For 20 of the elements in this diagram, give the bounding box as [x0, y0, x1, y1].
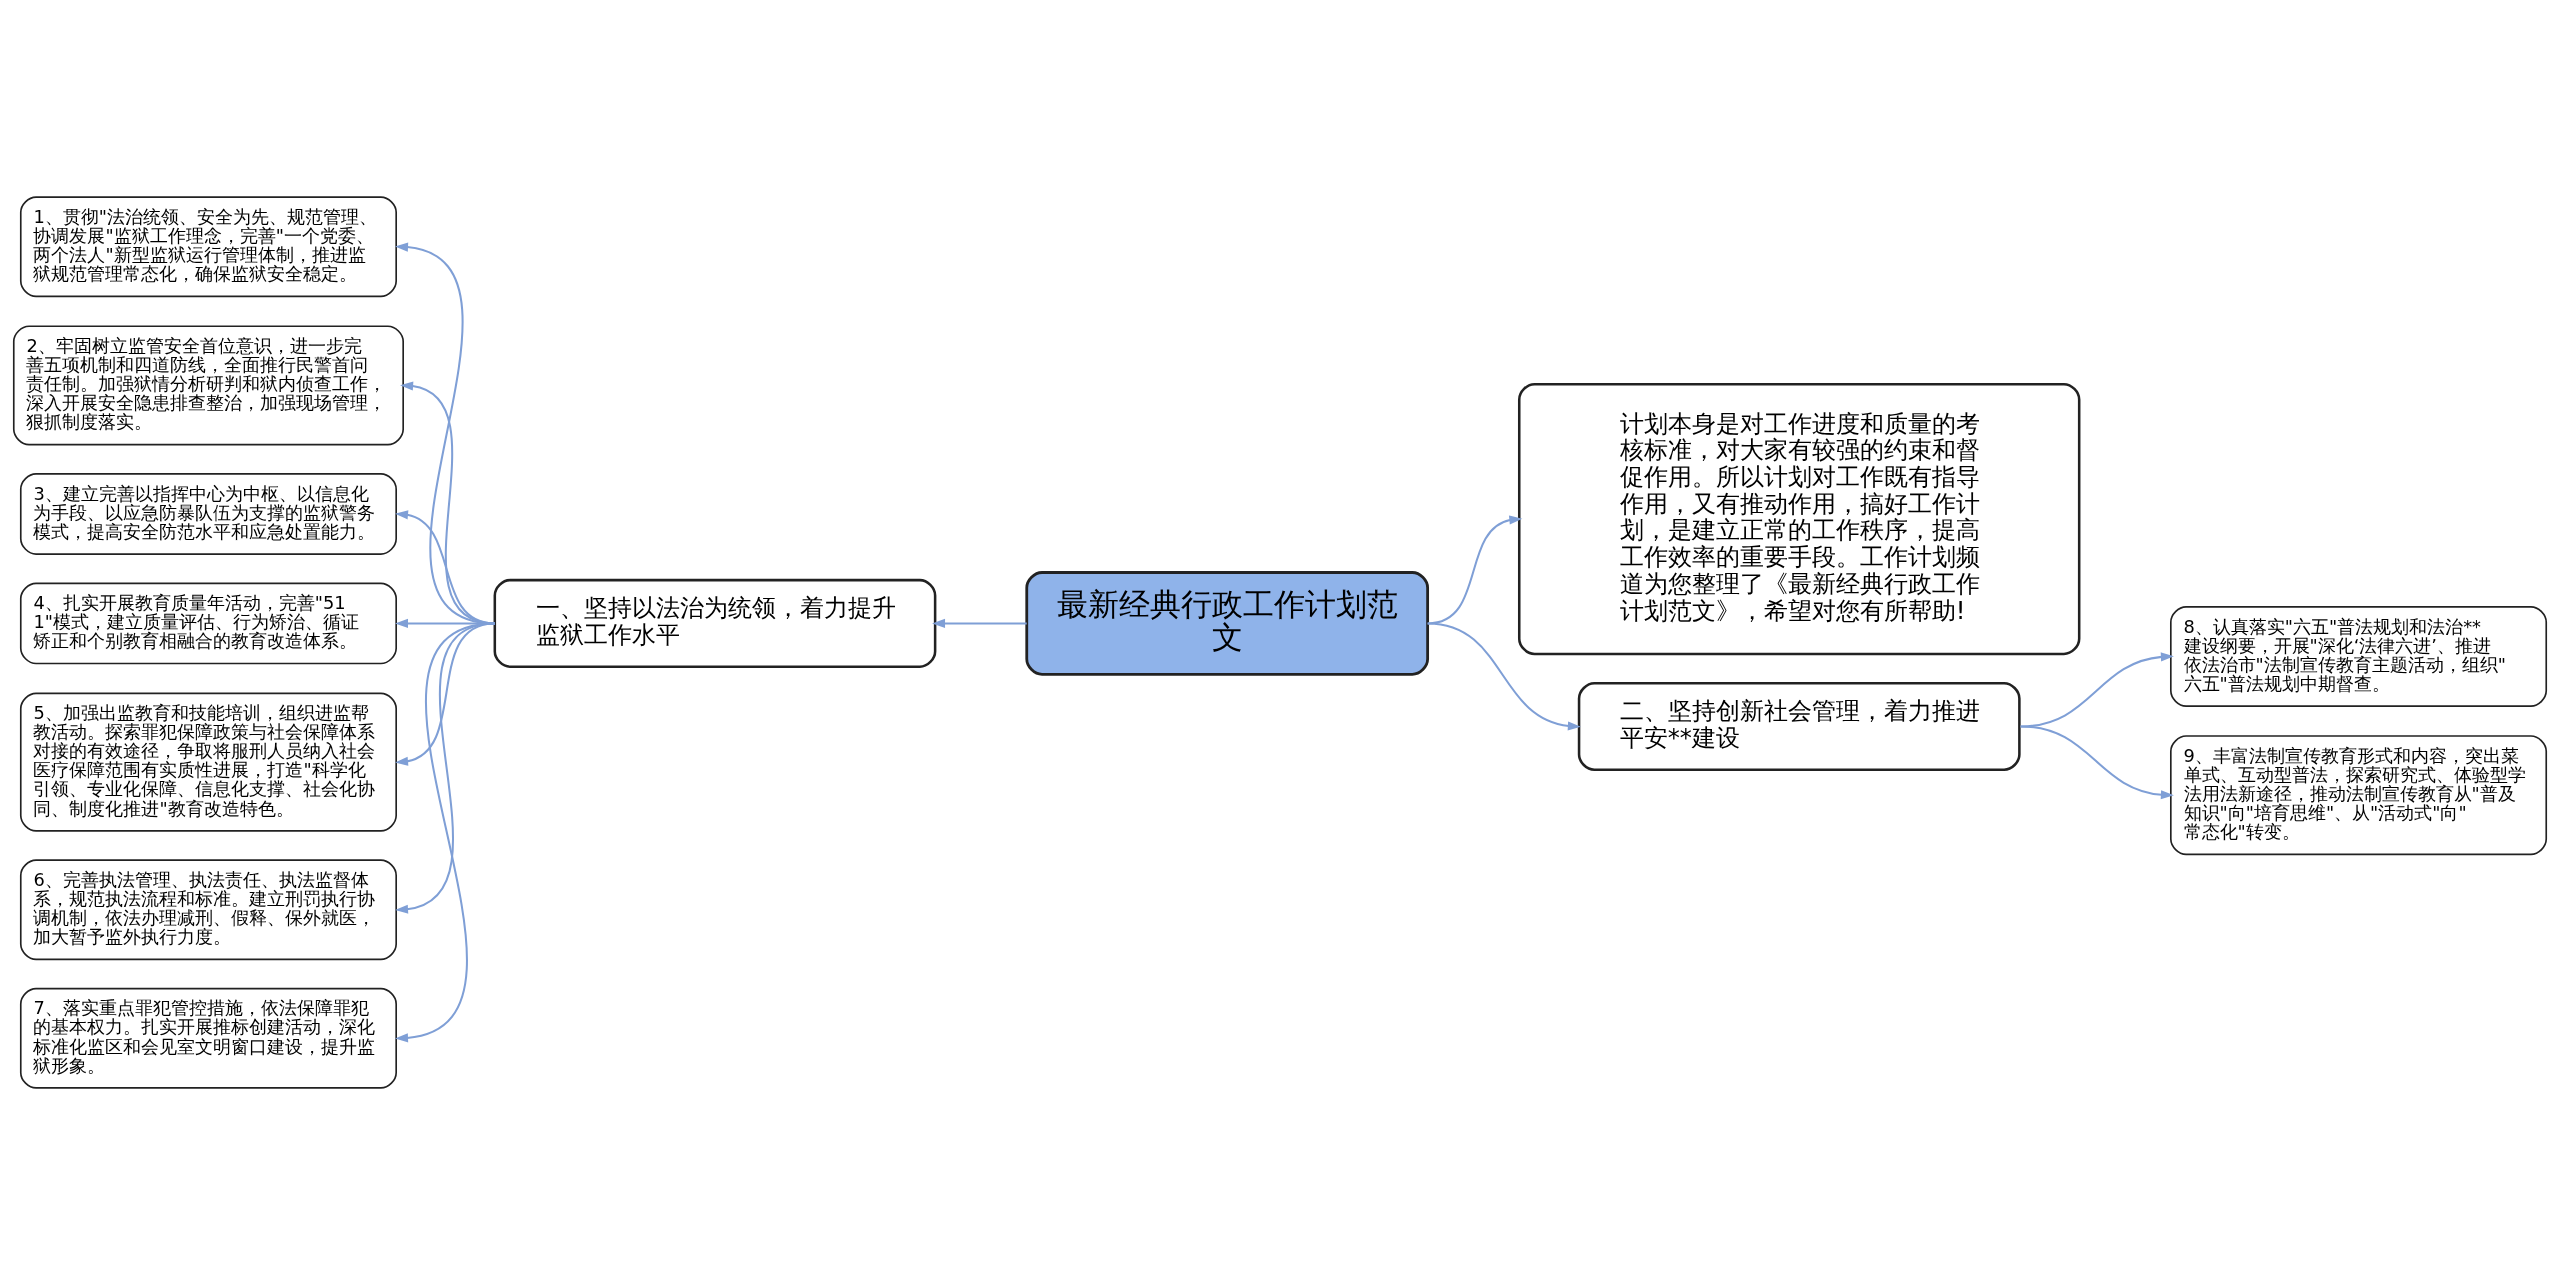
node-box: 4、扎实开展教育质量年活动，完善"511"模式，建立质量评估、行为矫治、循证矫正和个别教育相融合的教育改造体系。 — [19, 582, 397, 665]
arrow — [932, 618, 1027, 628]
arrow — [395, 622, 495, 914]
node-box: 计划本身是对工作进度和质量的考核标准，对大家有较强的约束和督促作用。所以计划对工作既有指导作用，又有推动作用，搞好工作计划，是建立正常的工作秩序，提高工作效率的重要手段。工作计划频道为您整理了《最新经典行政工作计划范文》，希望对您有所帮助! — [1517, 382, 2081, 656]
node-box: 二、坚持创新社会管理，着力推进平安**建设 — [1577, 681, 2021, 772]
arrow — [395, 622, 495, 1043]
node-box: 2、牢固树立监管安全首位意识，进一步完善五项机制和四道防线，全面推行民警首问责任制。加强狱情分析研判和狱内侦查工作，深入开展安全隐患排查整治，加强现场管理，狠抓制度落实。 — [12, 325, 404, 446]
arrow — [2020, 652, 2174, 728]
arrow — [395, 622, 495, 766]
node-box: 9、丰富法制宣传教育形式和内容，突出菜单式、互动型普法，探索研究式、体验型学法用法新途径，推动法制宣传教育从"普及知识"向"培育思维"、从"活动式"向"常态化"转变。 — [2170, 735, 2548, 856]
node-box: 6、完善执法管理、执法责任、执法监督体系，规范执法流程和标准。建立刑罚执行协调机制，依法办理减刑、假释、保外就医，加大暂予监外执行力度。 — [19, 859, 397, 961]
node-box: 最新经典行政工作计划范文 — [1025, 571, 1429, 676]
node-box: 8、认真落实"六五"普法规划和法治**建设纲要，开展"深化‘法律六进’、推进依法治市"法制宣传教育主题活动，组织"六五"普法规划中期督查。 — [2170, 606, 2548, 707]
node-box: 7、落实重点罪犯管控措施，依法保障罪犯的基本权力。扎实开展推标创建活动，深化标准化监区和会见室文明窗口建设，提升监狱形象。 — [19, 987, 397, 1089]
arrow — [1427, 622, 1581, 731]
arrow — [2020, 725, 2174, 800]
node-box: 5、加强出监教育和技能培训，组织进监帮教活动。探索罪犯保障政策与社会保障体系对接的有效途径，争取将服刑人员纳入社会医疗保障范围有实质性进展，打造"科学化引领、专业化保障、信息化支撑、社会化协同、制度化推进"教育改造特色。 — [19, 692, 397, 832]
node-box: 一、坚持以法治为统领，着力提升监狱工作水平 — [493, 578, 937, 668]
node-box: 1、贯彻"法治统领、安全为先、规范管理、协调发展"监狱工作理念，完善"一个党委、两个法人"新型监狱运行管理体制，推进监狱规范管理常态化，确保监狱安全稳定。 — [19, 196, 397, 298]
node-box: 3、建立完善以指挥中心为中枢、以信息化为手段、以应急防暴队伍为支撑的监狱警务模式，提高安全防范水平和应急处置能力。 — [19, 473, 397, 555]
